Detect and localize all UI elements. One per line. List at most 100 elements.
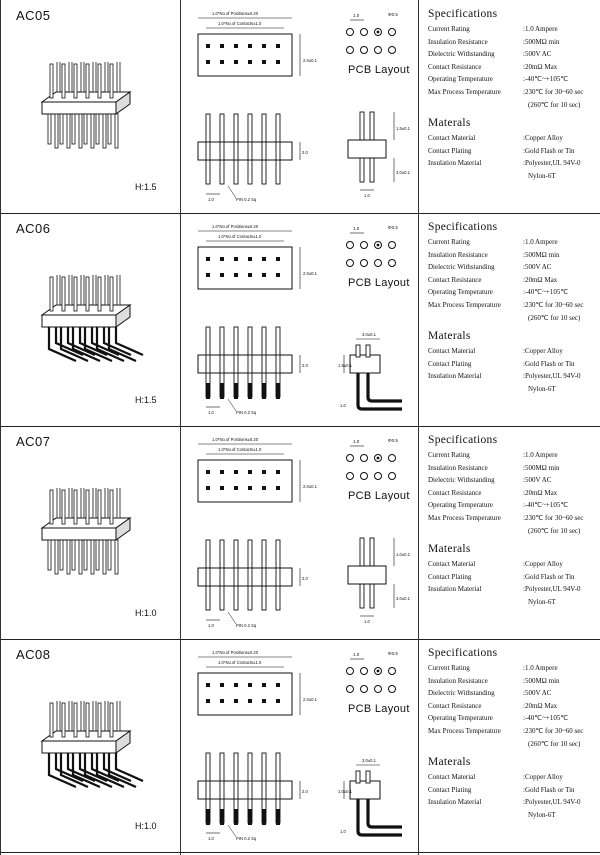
pcb-hole xyxy=(346,685,354,693)
pin-top xyxy=(109,276,114,312)
spec-value: :1.0 Ampere xyxy=(523,238,558,246)
spec-row: Insulation Resistance:500MΩ min xyxy=(428,675,600,688)
side-dim-a: 1.5±0.1 xyxy=(338,363,353,368)
front-view: 1.0*No.of Positions±0.201.0*No.of Contac… xyxy=(197,437,318,628)
pcb-pitch: 1.0 xyxy=(353,226,360,231)
pin-bottom xyxy=(47,113,52,145)
spec-row: Dielectric Withstanding:500V AC xyxy=(428,474,600,487)
pin-square xyxy=(220,699,224,703)
side-view-drawing: 1.5±0.13.0±0.11.0 xyxy=(347,111,411,198)
spec-key: Operating Temperature xyxy=(428,75,493,84)
pin-tip xyxy=(234,383,238,399)
pcb-hole xyxy=(346,667,354,675)
pin-bent xyxy=(66,327,96,357)
spec-value: :-40℃~+105℃ xyxy=(523,288,569,297)
isometric-view xyxy=(40,488,132,575)
spec-row: Max Process Temperature:230℃ for 30~60 s… xyxy=(428,512,600,525)
pin-square xyxy=(248,699,252,703)
front-view: 1.0*No.of Positions±0.201.0*No.of Contac… xyxy=(197,224,318,415)
side-dim-a: 1.0±0.1 xyxy=(338,789,353,794)
pin-square xyxy=(220,273,224,277)
pin-bottom xyxy=(114,539,119,575)
side-dim-c: 1.0 xyxy=(340,403,346,408)
isometric-view xyxy=(40,62,132,149)
pin-tip xyxy=(276,383,280,399)
spec-row: Current Rating:1.0 Ampere xyxy=(428,449,600,462)
pin-square xyxy=(248,60,252,64)
pcb-drill: Φ0.5 xyxy=(388,438,398,443)
height-value: H:1.5 xyxy=(135,182,157,192)
spec-row: Insulation Resistance:500MΩ min xyxy=(428,36,600,49)
material-row: Contact Material:Copper Alloy xyxy=(428,132,600,145)
spec-extra-note: (260℃ for 10 sec) xyxy=(528,313,581,322)
spec-value: :230℃ for 30~60 sec xyxy=(523,87,584,96)
pin-tip xyxy=(262,383,266,399)
spec-row: Dielectric Withstanding:500V AC xyxy=(428,48,600,61)
pin-bent xyxy=(107,753,137,789)
spec-value: :-40℃~+105℃ xyxy=(523,714,569,723)
pin-bent xyxy=(95,327,125,363)
side-dim-c: 1.0 xyxy=(340,829,346,834)
product-code: AC08 xyxy=(16,647,51,662)
spec-value: :500V AC xyxy=(523,476,552,485)
pin-top xyxy=(116,488,121,519)
dim-body-height: 2.0 xyxy=(302,576,308,581)
pin-top xyxy=(92,62,97,93)
spec-key: Contact Resistance xyxy=(428,488,482,497)
spec-key: Current Rating xyxy=(428,25,470,33)
pcb-hole xyxy=(388,259,396,267)
dim-right: 2.0±0.1 xyxy=(303,484,318,489)
spec-row: Max Process Temperature:230℃ for 30~60 s… xyxy=(428,299,600,312)
pin-bent xyxy=(114,753,144,783)
spec-row: Max Process Temperature:230℃ for 30~60 s… xyxy=(428,725,600,738)
material-row: Contact Material:Copper Alloy xyxy=(428,345,600,358)
material-row: Contact Material:Copper Alloy xyxy=(428,771,600,784)
pcb-hole xyxy=(346,454,354,462)
isometric-view xyxy=(40,701,144,789)
pin-bottom xyxy=(59,539,64,571)
pcb-hole xyxy=(388,454,396,462)
pin-bottom xyxy=(102,539,107,575)
spec-extra-note: (260℃ for 10 sec) xyxy=(528,739,581,748)
pcb-hole xyxy=(374,259,382,267)
pin-square xyxy=(234,60,238,64)
spec-row: Current Rating:1.0 Ampere xyxy=(428,236,600,249)
pcb-hole xyxy=(360,454,368,462)
pin-square xyxy=(248,486,252,490)
material-key: Contact Plating xyxy=(428,146,472,155)
spec-key: Operating Temperature xyxy=(428,501,493,510)
material-key: Insulation Material xyxy=(428,372,482,381)
pin-square xyxy=(234,44,238,48)
side-view-drawing: 1.0±0.13.0±0.11.0 xyxy=(347,537,411,624)
pcb-hole xyxy=(388,46,396,54)
pcb-hole xyxy=(346,241,354,249)
pin-square xyxy=(262,44,266,48)
material-value: :Copper Alloy xyxy=(523,134,563,143)
spec-key: Insulation Resistance xyxy=(428,37,488,46)
row-divider xyxy=(0,213,600,214)
pin-square xyxy=(206,486,210,490)
pcb-hole xyxy=(374,472,382,480)
connector-isometric xyxy=(40,488,132,575)
pin-square xyxy=(220,683,224,687)
material-value: :Copper Alloy xyxy=(523,773,563,782)
row-divider xyxy=(0,639,600,640)
connector-isometric xyxy=(40,275,144,363)
spec-value: :20mΩ Max xyxy=(523,62,558,71)
pin-top xyxy=(68,488,73,519)
spec-value: :-40℃~+105℃ xyxy=(523,75,569,84)
pin-square xyxy=(248,257,252,261)
specifications-title: Specifications xyxy=(428,221,498,233)
pin-top xyxy=(104,62,109,93)
spec-key: Current Rating xyxy=(428,451,470,459)
material-extra-note: Nylon-6T xyxy=(528,597,556,606)
pin-bent xyxy=(95,753,125,789)
pin-top xyxy=(104,275,109,306)
spec-key: Max Process Temperature xyxy=(428,726,501,735)
spec-row: Operating Temperature :-40℃~+105℃ xyxy=(428,73,600,86)
